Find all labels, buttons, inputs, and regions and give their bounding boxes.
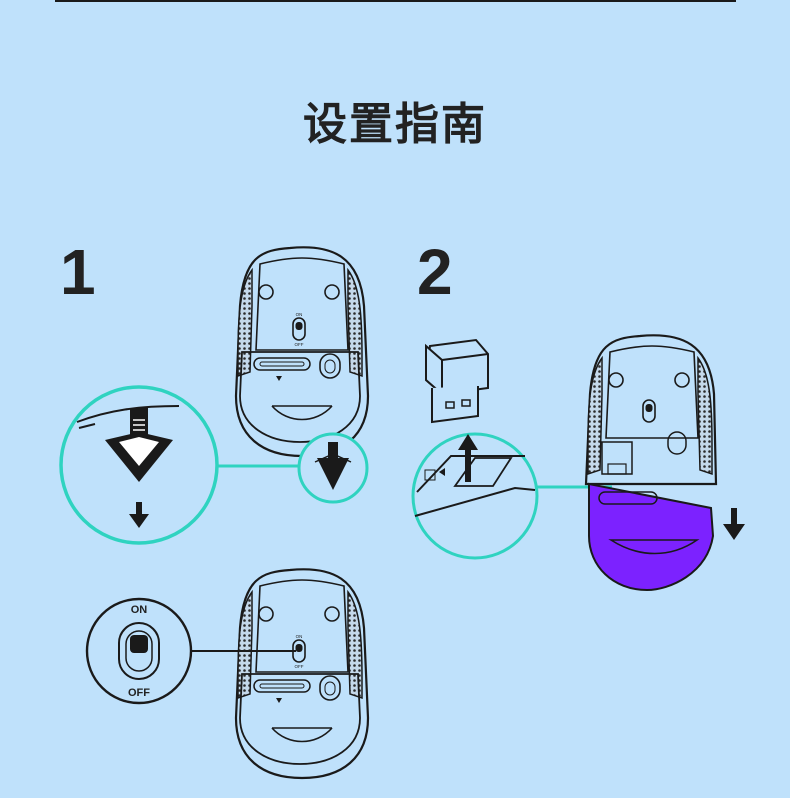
step-2-number: 2 — [417, 236, 453, 308]
arrow-down-icon — [314, 442, 352, 490]
down-arrow-icon-2 — [723, 508, 745, 540]
step-1-number: 1 — [60, 236, 96, 308]
battery-door-open — [588, 482, 715, 592]
down-arrow-icon — [129, 502, 149, 528]
power-switch-icon — [118, 622, 160, 680]
up-arrow-icon — [458, 434, 478, 482]
top-divider — [55, 0, 736, 2]
mouse-bottom-view-1 — [234, 246, 370, 458]
usb-receiver-icon — [424, 338, 489, 424]
switch-on-label: ON — [131, 604, 148, 616]
mouse-bottom-view-3 — [584, 334, 718, 486]
switch-off-label: OFF — [128, 687, 150, 699]
receiver-slot-callout — [411, 432, 539, 560]
battery-door-arrow-icon — [76, 405, 180, 482]
page-title: 设置指南 — [303, 99, 487, 150]
mouse-bottom-view-2 — [234, 568, 370, 780]
